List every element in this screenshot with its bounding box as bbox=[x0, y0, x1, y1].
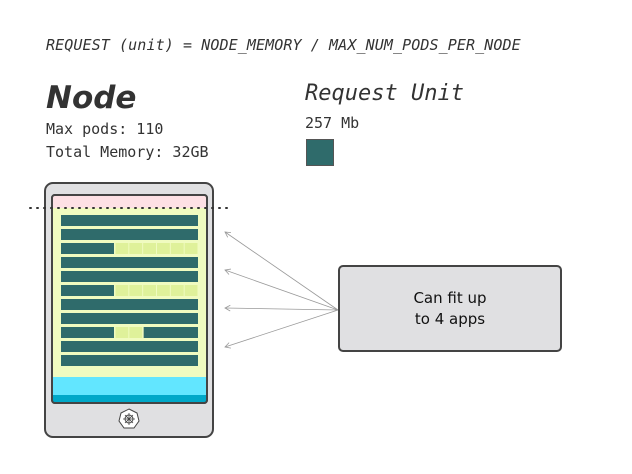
arrows bbox=[224, 231, 339, 349]
system-region-dark bbox=[53, 395, 206, 402]
arrowhead-icon bbox=[224, 268, 231, 275]
pod-block bbox=[143, 327, 198, 338]
arrow-line bbox=[224, 231, 339, 311]
pod-row bbox=[61, 257, 198, 268]
callout-box: Can fit up to 4 apps bbox=[338, 265, 562, 352]
arrowhead-icon bbox=[224, 342, 231, 349]
request-unit-swatch bbox=[306, 139, 334, 166]
request-unit-title: Request Unit bbox=[305, 81, 464, 106]
system-region bbox=[53, 377, 206, 395]
free-slot bbox=[143, 243, 156, 254]
free-slot bbox=[115, 327, 129, 338]
arrowhead-icon bbox=[224, 231, 232, 238]
pod-block bbox=[61, 327, 114, 338]
free-slot bbox=[170, 285, 184, 296]
pod-row bbox=[61, 313, 198, 324]
total-memory-label: Total Memory: 32GB bbox=[46, 143, 209, 161]
request-unit-size: 257 Mb bbox=[305, 114, 360, 132]
callout-line-1: Can fit up bbox=[413, 288, 487, 307]
arrow-line bbox=[224, 269, 339, 311]
node-title: Node bbox=[46, 80, 137, 116]
pod-row bbox=[61, 355, 198, 366]
free-slot bbox=[129, 243, 143, 254]
reserved-region bbox=[53, 196, 206, 208]
free-slot bbox=[184, 285, 198, 296]
pod-rows bbox=[61, 215, 198, 366]
pod-row bbox=[61, 299, 198, 310]
arrowhead-icon bbox=[224, 304, 231, 312]
free-slot bbox=[143, 285, 156, 296]
kubernetes-icon bbox=[118, 408, 140, 429]
pod-block bbox=[61, 285, 114, 296]
callout-line-2: to 4 apps bbox=[414, 309, 486, 328]
pod-row bbox=[61, 215, 198, 226]
free-slot bbox=[129, 327, 143, 338]
free-slot bbox=[157, 285, 170, 296]
arrow-line bbox=[224, 309, 339, 348]
pod-row bbox=[61, 341, 198, 352]
max-pods-label: Max pods: 110 bbox=[46, 120, 164, 138]
free-slot bbox=[157, 243, 170, 254]
pod-block bbox=[61, 243, 114, 254]
free-slot bbox=[170, 243, 184, 254]
free-slot bbox=[115, 285, 129, 296]
arrow-line bbox=[224, 307, 339, 311]
pod-row bbox=[61, 229, 198, 240]
formula: REQUEST (unit) = NODE_MEMORY / MAX_NUM_P… bbox=[46, 36, 521, 54]
pod-row bbox=[61, 271, 198, 282]
free-slot bbox=[129, 285, 143, 296]
free-slot bbox=[115, 243, 129, 254]
free-slot bbox=[184, 243, 198, 254]
